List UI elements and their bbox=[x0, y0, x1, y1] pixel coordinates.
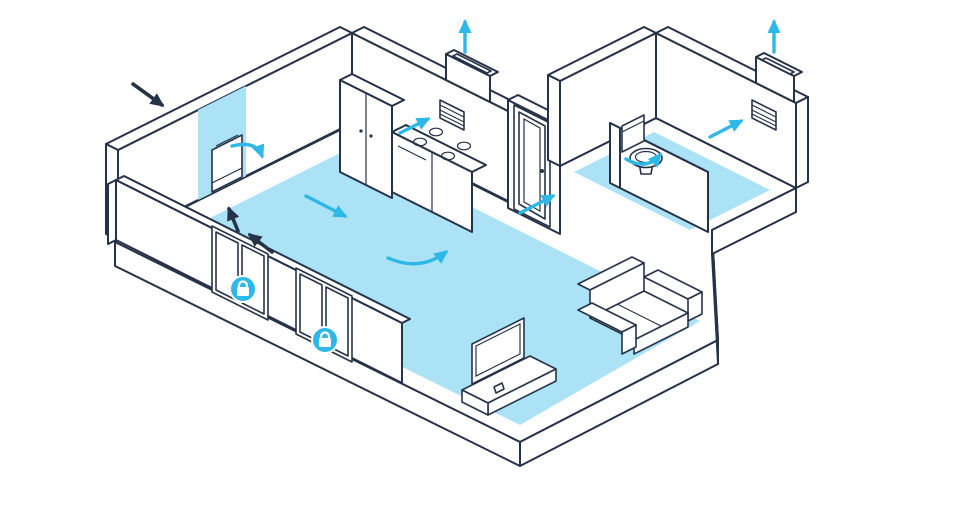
toilet-tank-lid bbox=[621, 120, 645, 133]
kitchen-vent-arrow bbox=[398, 117, 431, 135]
sofa-arm-left bbox=[621, 324, 637, 355]
kitchen-roof-stack bbox=[445, 49, 499, 103]
bathroom-front-wall-cap bbox=[609, 122, 621, 189]
tv-screen-inner bbox=[475, 323, 521, 377]
bathroom-wall-left bbox=[547, 26, 657, 167]
air-inlet-vent-line bbox=[211, 167, 243, 184]
lock-shackle bbox=[237, 280, 249, 289]
sofa-seat-front bbox=[633, 312, 689, 355]
grille-hatch bbox=[439, 104, 465, 127]
window-locks bbox=[229, 275, 339, 354]
door-knob bbox=[540, 169, 544, 173]
kitchen-stove-counter bbox=[391, 124, 487, 233]
grille2-hatch bbox=[751, 104, 777, 127]
airflow-arrows-supply bbox=[230, 117, 744, 266]
burner-4 bbox=[456, 141, 472, 151]
tv-leg bbox=[493, 382, 505, 394]
cabinet-top bbox=[339, 73, 405, 107]
interior-door bbox=[513, 104, 551, 228]
bathroom-roof-stack bbox=[755, 52, 803, 103]
sofa-cushion-divider bbox=[616, 303, 662, 327]
airflow-floor-living-room bbox=[152, 147, 700, 425]
stack-slot bbox=[452, 53, 492, 74]
tv-screen bbox=[471, 317, 525, 385]
inlet-rise-arrow bbox=[227, 206, 240, 233]
lock-icon bbox=[311, 326, 339, 354]
bathroom-wall-left-cap bbox=[547, 74, 561, 167]
bathroom-vent-grille bbox=[751, 99, 777, 131]
hallway-arrow bbox=[518, 194, 556, 215]
living-room-arrow bbox=[304, 194, 348, 218]
burner-2 bbox=[440, 151, 456, 161]
outside-air-arrow bbox=[131, 82, 165, 107]
air-inlet-vent-line2 bbox=[215, 134, 239, 147]
bathroom-curve-arrow bbox=[624, 152, 662, 168]
air-inlet-box bbox=[211, 134, 243, 193]
cabinet-handle2 bbox=[369, 134, 373, 138]
bathroom-wall-right-cap bbox=[795, 96, 809, 189]
sofa bbox=[577, 256, 703, 355]
kitchen-vent-grille bbox=[439, 99, 465, 131]
airflow-arrows-intake bbox=[131, 82, 274, 254]
burner-3 bbox=[428, 127, 444, 137]
lock-body bbox=[319, 338, 331, 347]
slab-edge-right-wing bbox=[711, 187, 797, 255]
lock-shackle bbox=[319, 331, 331, 340]
tv-stand-side bbox=[461, 389, 489, 416]
airflow-arrows-exhaust bbox=[458, 19, 781, 54]
kitchen-cabinet bbox=[339, 73, 405, 199]
counter-top bbox=[391, 124, 487, 173]
tv bbox=[471, 317, 525, 394]
door-panel bbox=[518, 111, 546, 220]
door-panel-inset bbox=[523, 117, 541, 213]
oven-handle bbox=[397, 145, 427, 161]
tv-stand bbox=[461, 355, 557, 416]
inlet-curve-arrow bbox=[230, 142, 265, 159]
living-room-curve-arrow bbox=[386, 250, 449, 266]
cabinet-handle bbox=[359, 129, 363, 133]
lock-icon bbox=[229, 275, 257, 303]
stack2-slot bbox=[761, 57, 795, 75]
front-wall-cap bbox=[107, 179, 117, 245]
burner-1 bbox=[412, 137, 428, 147]
bathroom-vent-arrow bbox=[708, 119, 744, 139]
window-air-arrow bbox=[247, 233, 274, 254]
wall-air-inlet bbox=[211, 134, 243, 193]
lock-body bbox=[237, 287, 249, 296]
